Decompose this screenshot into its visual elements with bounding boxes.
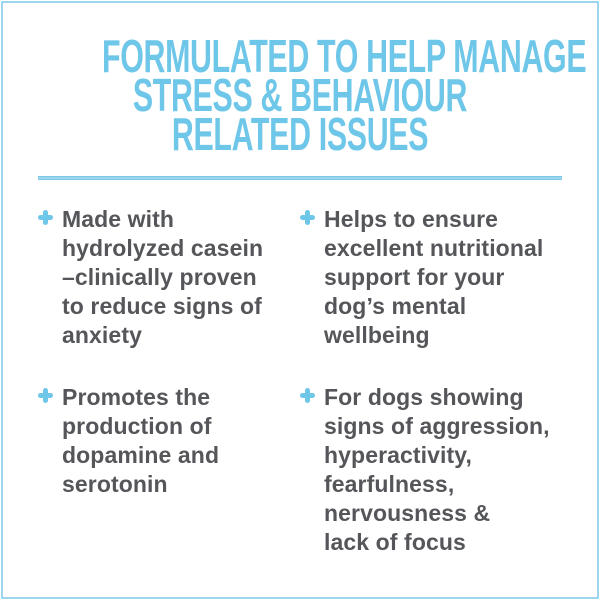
bullet-item: For dogs showing signs of aggression, hy… — [300, 383, 562, 557]
plus-icon — [300, 210, 315, 225]
left-column: Made with hydrolyzed casein –clinically … — [38, 205, 300, 557]
bullet-text: Helps to ensure excellent nutritional su… — [324, 206, 544, 348]
bullet-text: Made with hydrolyzed casein –clinically … — [62, 206, 264, 348]
bullet-text: For dogs showing signs of aggression, hy… — [324, 384, 550, 555]
title-line-1: FORMULATED TO HELP MANAGE — [101, 30, 587, 82]
bullet-text: Promotes the production of dopamine and … — [62, 384, 220, 497]
title-line-2: STRESS & BEHAVIOUR — [132, 69, 468, 121]
page-title: FORMULATED TO HELP MANAGE STRESS & BEHAV… — [101, 30, 587, 160]
plus-icon — [300, 388, 315, 403]
bullet-item: Helps to ensure excellent nutritional su… — [300, 205, 562, 350]
plus-icon — [38, 210, 53, 225]
divider-line — [38, 176, 562, 180]
title-line-3: RELATED ISSUES — [171, 108, 429, 160]
bullet-columns: Made with hydrolyzed casein –clinically … — [38, 205, 562, 557]
bullet-item: Made with hydrolyzed casein –clinically … — [38, 205, 300, 350]
plus-icon — [38, 388, 53, 403]
bullet-item: Promotes the production of dopamine and … — [38, 383, 300, 499]
right-column: Helps to ensure excellent nutritional su… — [300, 205, 562, 557]
